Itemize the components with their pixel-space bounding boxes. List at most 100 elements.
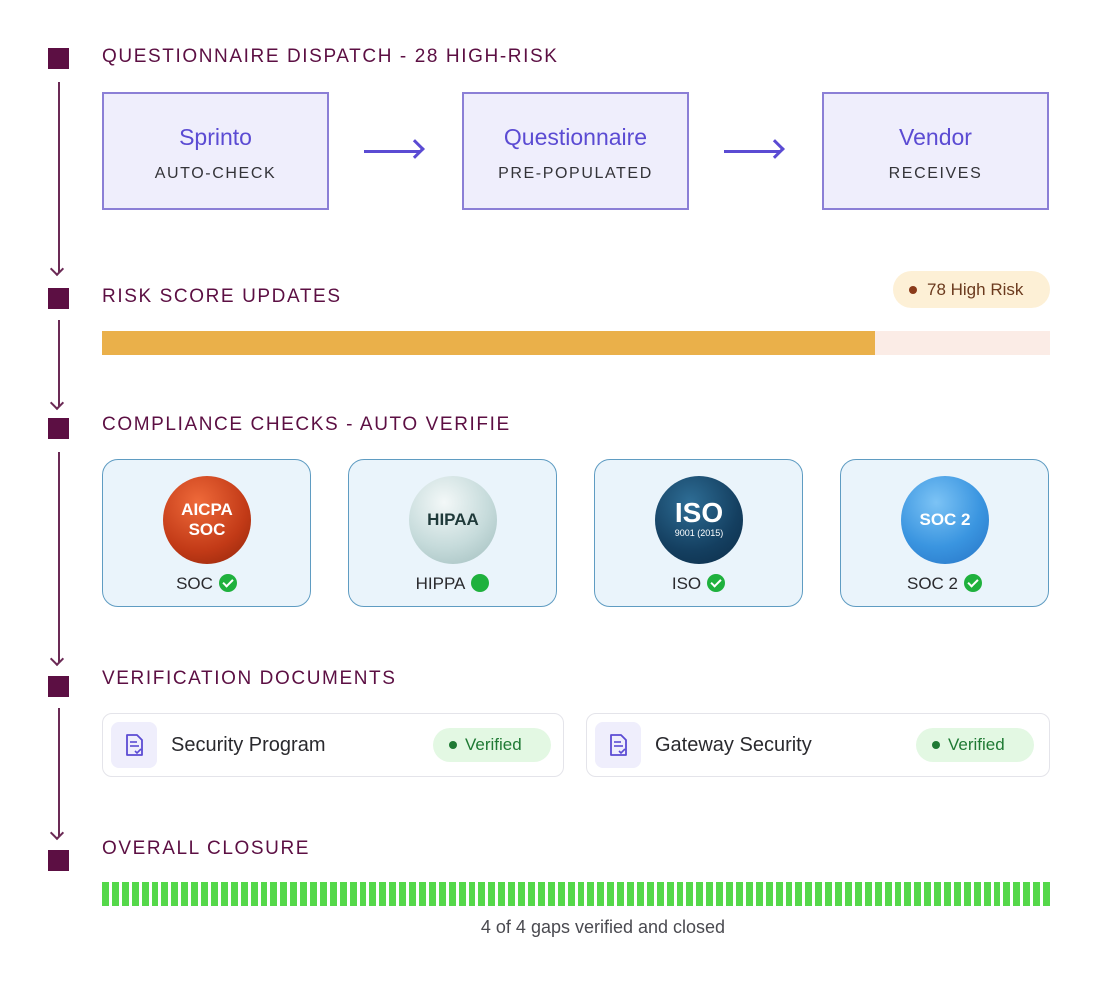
- document-row[interactable]: Gateway Security Verified: [586, 713, 1050, 777]
- verified-label: Verified: [948, 735, 1005, 754]
- closure-segment: [676, 882, 684, 906]
- closure-segment: [537, 882, 545, 906]
- closure-segment: [547, 882, 555, 906]
- timeline-marker: [48, 48, 69, 69]
- compliance-card-soc: AICPA SOC SOC: [102, 459, 311, 607]
- closure-segment: [755, 882, 763, 906]
- risk-badge: 78 High Risk: [893, 271, 1050, 308]
- document-row[interactable]: Security Program Verified: [102, 713, 564, 777]
- closure-segment: [300, 882, 308, 906]
- badge-line1: ISO: [674, 497, 724, 528]
- card-label: SOC: [103, 574, 310, 594]
- closure-segment: [587, 882, 595, 906]
- stage-title: Questionnaire: [503, 124, 648, 150]
- closure-segment: [379, 882, 387, 906]
- arrow-down-icon: [49, 395, 65, 411]
- closure-segment: [359, 882, 367, 906]
- closure-segment: [478, 882, 486, 906]
- closure-segment: [369, 882, 377, 906]
- card-label: SOC 2: [841, 574, 1048, 594]
- closure-segment: [468, 882, 476, 906]
- stage-sprinto: Sprinto AUTO-CHECK: [102, 92, 329, 210]
- closure-segment: [250, 882, 258, 906]
- card-label: HIPPA: [349, 574, 556, 594]
- closure-segment: [805, 882, 813, 906]
- timeline-marker: [48, 418, 69, 439]
- closure-segment: [736, 882, 743, 906]
- status-dot-icon: [932, 741, 940, 749]
- closure-segment: [498, 882, 506, 906]
- closure-segment: [963, 882, 971, 906]
- card-label-text: SOC 2: [906, 574, 959, 593]
- arrow-right-icon: [724, 150, 780, 153]
- closure-segment: [825, 882, 833, 906]
- card-label: ISO: [595, 574, 802, 594]
- badge-line1: SOC 2: [919, 510, 971, 529]
- section-title-compliance: COMPLIANCE CHECKS - AUTO VERIFIE: [102, 414, 511, 435]
- closure-segment: [884, 882, 892, 906]
- closure-segment: [310, 882, 317, 906]
- risk-score-fill: [102, 331, 875, 355]
- arrow-down-icon: [49, 651, 65, 667]
- section-title-closure: OVERALL CLOSURE: [102, 838, 311, 859]
- stage-subtitle: RECEIVES: [888, 165, 983, 182]
- closure-progress-bar: [102, 882, 1050, 906]
- compliance-card-hippa: HIPAA HIPPA: [348, 459, 557, 607]
- closure-segment: [518, 882, 525, 906]
- closure-segment: [894, 882, 902, 906]
- closure-segment: [924, 882, 932, 906]
- closure-segment: [1023, 882, 1031, 906]
- closure-segment: [349, 882, 357, 906]
- document-check-icon: [111, 722, 157, 768]
- risk-badge-label: 78 High Risk: [927, 280, 1024, 299]
- closure-segment: [944, 882, 951, 906]
- closure-segment: [131, 882, 139, 906]
- check-circle-icon: [218, 574, 237, 592]
- closure-segment: [210, 882, 218, 906]
- card-label-text: HIPPA: [415, 574, 466, 593]
- closure-segment: [874, 882, 882, 906]
- closure-segment: [458, 882, 466, 906]
- stage-subtitle: PRE-POPULATED: [498, 165, 653, 182]
- closure-segment: [993, 882, 1001, 906]
- closure-segment: [329, 882, 337, 906]
- closure-segment: [419, 882, 426, 906]
- closure-segment: [1033, 882, 1041, 906]
- closure-segment: [270, 882, 278, 906]
- closure-segment: [706, 882, 714, 906]
- closure-segment: [230, 882, 238, 906]
- closure-segment: [220, 882, 228, 906]
- closure-segment: [597, 882, 605, 906]
- closure-segment: [141, 882, 149, 906]
- timeline-marker: [48, 288, 69, 309]
- hipaa-badge-icon: HIPAA: [409, 476, 497, 564]
- green-dot-icon: [471, 574, 490, 592]
- closure-segment: [191, 882, 199, 906]
- closure-segment: [844, 882, 852, 906]
- closure-segment: [815, 882, 823, 906]
- closure-segment: [339, 882, 347, 906]
- timeline-connector: [58, 708, 60, 836]
- closure-segment: [399, 882, 407, 906]
- closure-segment: [983, 882, 991, 906]
- document-name: Security Program: [171, 734, 326, 756]
- risk-score-bar: [102, 331, 1050, 355]
- closure-segment: [290, 882, 298, 906]
- closure-segment: [389, 882, 397, 906]
- closure-text: 4 of 4 gaps verified and closed: [480, 917, 726, 937]
- closure-segment: [409, 882, 416, 906]
- verified-badge: Verified: [916, 728, 1034, 762]
- check-circle-icon: [964, 574, 983, 592]
- closure-segment: [607, 882, 615, 906]
- closure-segment: [785, 882, 793, 906]
- closure-segment: [627, 882, 634, 906]
- closure-segment: [795, 882, 803, 906]
- closure-segment: [319, 882, 327, 906]
- closure-segment: [666, 882, 674, 906]
- closure-segment: [765, 882, 773, 906]
- aicpa-soc-badge-icon: AICPA SOC: [163, 476, 251, 564]
- badge-line2: 9001 (2015): [674, 528, 724, 538]
- closure-segment: [438, 882, 446, 906]
- closure-segment: [567, 882, 575, 906]
- closure-segment: [686, 882, 694, 906]
